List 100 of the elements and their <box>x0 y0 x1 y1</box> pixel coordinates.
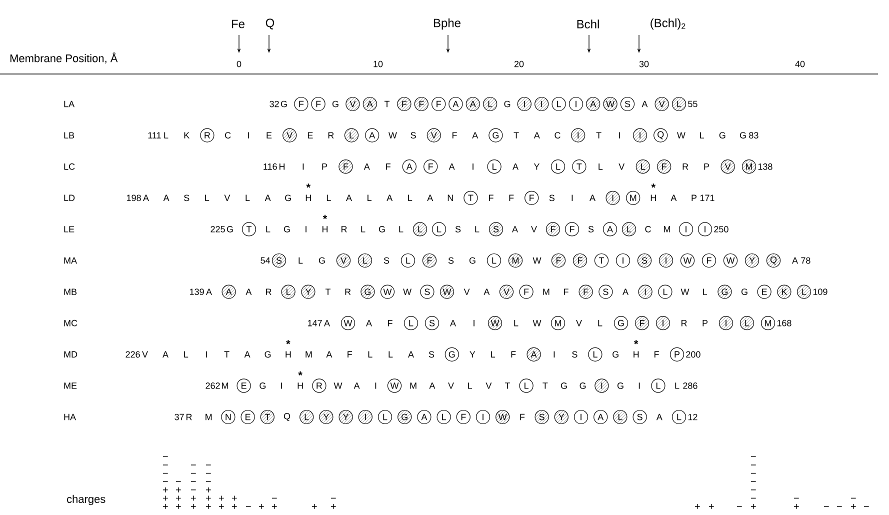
circled-residue: R <box>200 128 214 142</box>
hatched-residue: L <box>740 316 754 330</box>
residue-letter: I <box>472 164 474 170</box>
hatched-residue: W <box>488 316 502 330</box>
residue-letter: F <box>520 414 525 420</box>
tick-label: 20 <box>514 60 524 68</box>
residue-letter: E <box>266 132 272 138</box>
residue-letter: H <box>306 194 311 201</box>
residue-letter: W <box>403 288 412 295</box>
residue-letter: L <box>361 226 366 232</box>
residue-letter: H <box>280 164 285 170</box>
residue-number: 198 <box>126 194 141 202</box>
circled-residue: L <box>436 410 451 424</box>
residue-number: 286 <box>683 382 698 389</box>
residue-letter: V <box>464 288 470 295</box>
hatched-residue: Y <box>301 284 316 299</box>
charge-stack: + <box>695 504 700 509</box>
residue-letter: A <box>246 288 252 295</box>
residue-letter: L <box>408 194 412 201</box>
residue-letter: A <box>386 194 393 201</box>
tick-label: 0 <box>236 60 242 68</box>
residue-letter: L <box>205 194 210 201</box>
residue-letter: L <box>598 320 602 326</box>
circled-residue: F <box>456 410 470 424</box>
charge-stack: − <box>824 506 829 507</box>
circled-residue: L <box>651 378 666 393</box>
residue-letter: G <box>560 382 567 389</box>
asterisk-mark: * <box>298 371 302 376</box>
residue-number: 55 <box>688 100 698 108</box>
residue-letter: A <box>622 288 628 295</box>
hatched-residue: S <box>534 410 549 424</box>
row-label: MA <box>64 257 78 264</box>
circled-residue: W <box>680 253 695 268</box>
residue-letter: G <box>617 382 624 389</box>
circled-residue: L <box>588 347 602 362</box>
hatched-residue: L <box>613 410 628 424</box>
hatched-residue: Y <box>554 410 568 424</box>
residue-letter: H <box>322 226 328 232</box>
residue-number: 139 <box>190 288 204 295</box>
hatched-residue: I <box>718 316 734 330</box>
charge-stack: − + <box>794 498 799 509</box>
row-label: LD <box>64 194 75 201</box>
hatched-residue: L <box>796 284 812 299</box>
charge-stack: + + <box>219 496 224 509</box>
residue-letter: I <box>554 351 555 358</box>
residue-letter: T <box>384 100 390 108</box>
charge-stack: − − − − + + + <box>163 456 168 509</box>
hatched-residue: F <box>657 160 672 174</box>
residue-letter: G <box>285 194 291 202</box>
hatched-residue: I <box>656 316 670 330</box>
residue-letter: A <box>656 414 662 420</box>
residue-letter: A <box>366 320 372 326</box>
circled-residue: I <box>698 222 712 236</box>
circled-residue: W <box>380 284 395 299</box>
residue-letter: L <box>388 351 393 358</box>
residue-number: 138 <box>758 163 772 170</box>
hatched-residue: I <box>658 253 674 268</box>
circled-residue: F <box>424 160 438 174</box>
residue-letter: F <box>564 288 568 295</box>
residue-letter: V <box>486 382 492 389</box>
hatched-residue: L <box>358 253 372 268</box>
circled-residue: W <box>387 378 402 393</box>
residue-letter: A <box>429 382 436 389</box>
charge-stack: − + <box>272 498 277 509</box>
circled-residue: L <box>550 160 566 174</box>
hatched-residue: A <box>466 96 480 112</box>
circled-residue: S <box>620 96 635 112</box>
residue-number: 168 <box>777 320 792 326</box>
residue-letter: A <box>484 288 490 295</box>
residue-number: 32 <box>270 100 279 108</box>
residue-number: 116 <box>264 163 277 170</box>
residue-letter: A <box>364 164 370 170</box>
hatched-residue: L <box>483 96 498 112</box>
residue-letter: W <box>677 132 686 138</box>
residue-letter: G <box>378 226 385 232</box>
circled-residue: M <box>550 316 566 330</box>
residue-letter: H <box>286 351 291 358</box>
residue-letter: L <box>598 164 603 170</box>
residue-letter: A <box>642 100 648 108</box>
circled-residue: L <box>672 410 686 424</box>
circled-residue: L <box>404 316 418 330</box>
residue-letter: R <box>186 414 192 420</box>
charge-stack: + <box>312 504 317 509</box>
residue-letter: L <box>184 351 188 358</box>
circled-residue: F <box>519 284 534 299</box>
circled-residue: A <box>402 160 416 174</box>
hatched-residue: I <box>358 410 372 424</box>
residue-letter: A <box>512 164 518 170</box>
hatched-residue: I <box>594 378 609 393</box>
hatched-residue: V <box>720 160 735 174</box>
residue-number: 111 <box>148 132 161 138</box>
residue-letter: A <box>264 194 271 201</box>
residue-letter: A <box>354 382 360 389</box>
charge-stack: − + + + <box>176 481 181 509</box>
residue-letter: M <box>664 226 670 232</box>
hatched-residue: L <box>636 160 650 174</box>
residue-letter: R <box>345 288 351 295</box>
residue-letter: S <box>588 226 594 232</box>
circled-residue: E <box>240 410 255 424</box>
residue-letter: R <box>328 132 334 138</box>
